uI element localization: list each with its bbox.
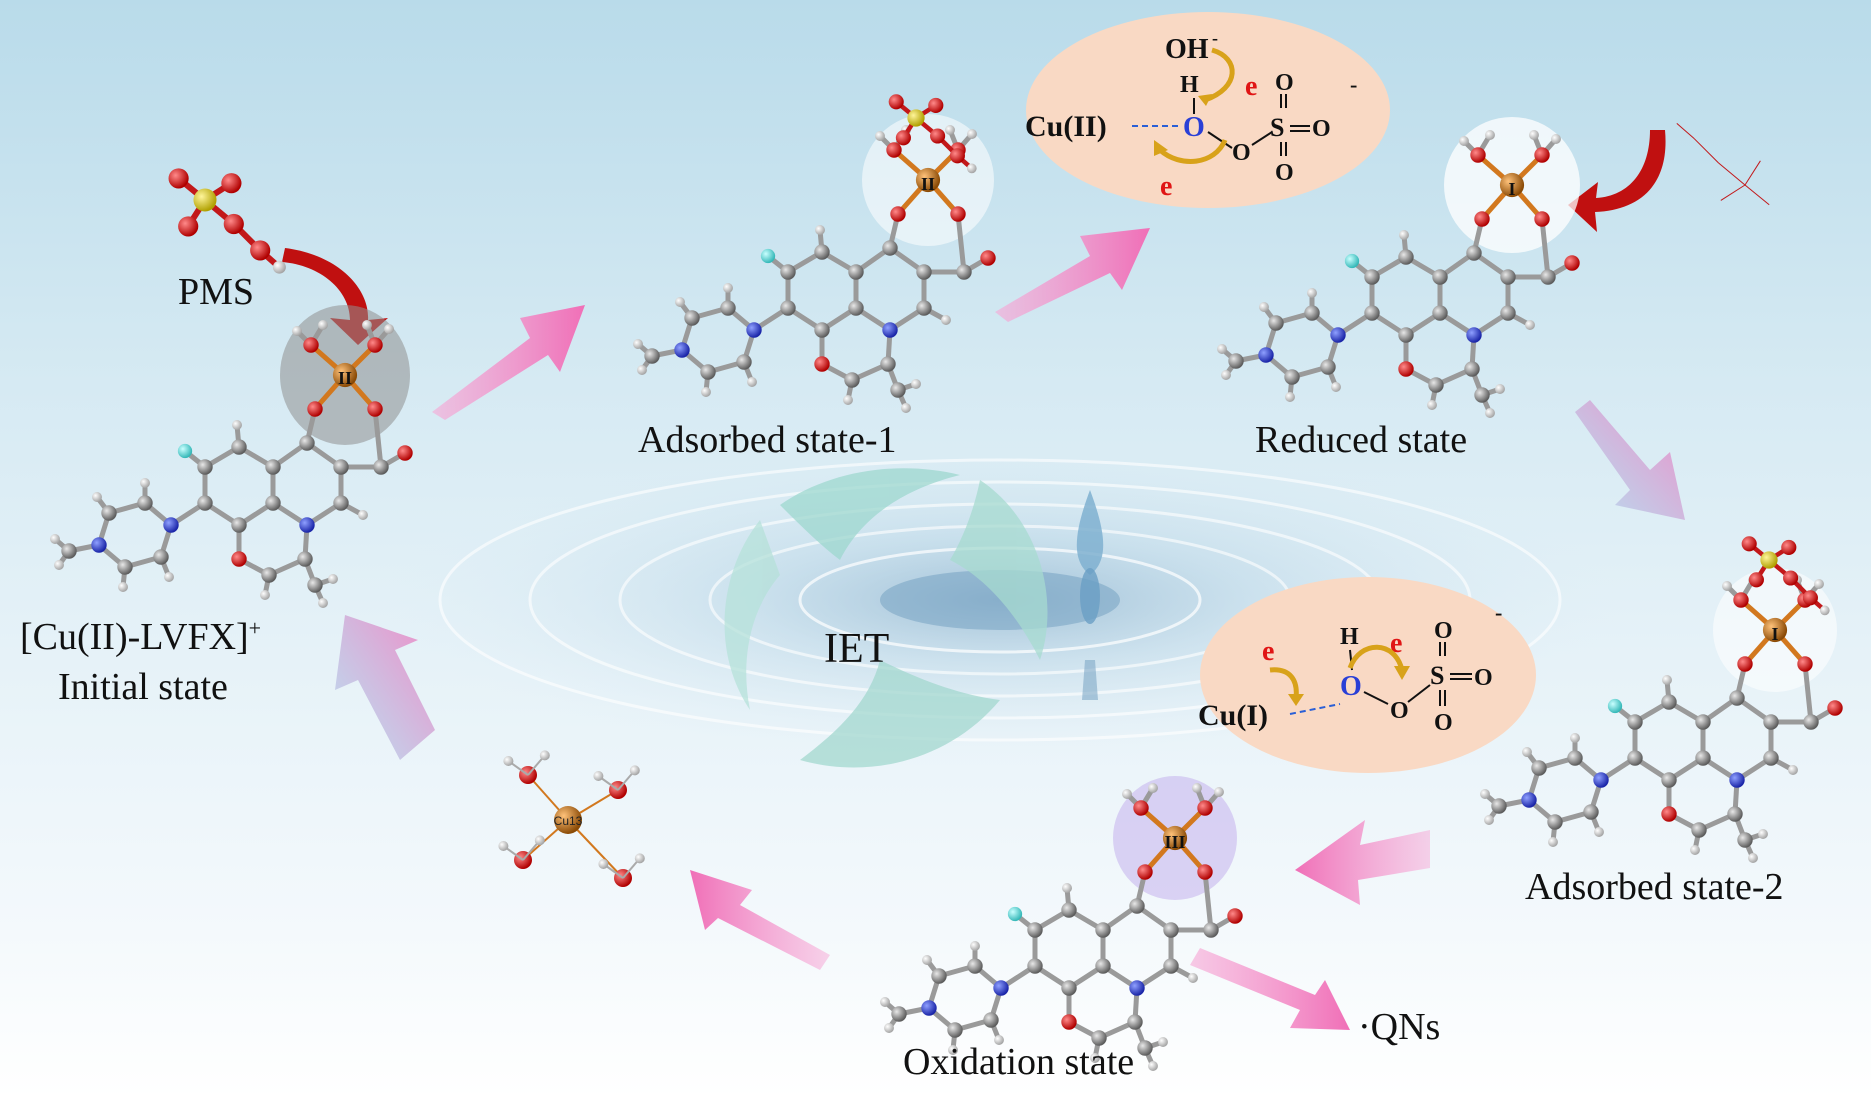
- bubble-bottom-o-down: O: [1434, 710, 1453, 736]
- molecule-hydrated-copper: [498, 750, 645, 887]
- initial-state-complex: [Cu(II)-LVFX]+: [20, 615, 261, 659]
- bubble-top-s: S: [1270, 113, 1284, 142]
- bubble-top-cu: Cu(II): [1025, 110, 1107, 143]
- bubble-top-o-peroxo: O: [1232, 140, 1251, 166]
- bubble-top-o-up: O: [1275, 70, 1294, 96]
- bubble-bottom-s: S: [1430, 661, 1444, 690]
- iet-label: IET: [824, 626, 890, 672]
- bubble-top-o-right: O: [1312, 116, 1331, 142]
- molecule-pms-incoming: [1676, 123, 1770, 206]
- bubble-top-o-down: O: [1275, 160, 1294, 186]
- bubble-top-electron-2: e: [1160, 171, 1172, 202]
- cu-label-initial: II: [338, 368, 352, 388]
- product-label: ·QNs: [1358, 1006, 1441, 1048]
- bubble-top-electron-1: e: [1245, 71, 1257, 102]
- cu-label-reduced: I: [1508, 179, 1515, 199]
- bubble-bottom-o-up: O: [1434, 618, 1453, 644]
- bubble-top-o-bridge: O: [1183, 112, 1205, 143]
- molecule-pms: [168, 168, 286, 274]
- bubble-bottom-o-bridge: O: [1340, 671, 1362, 702]
- bubble-top-h: H: [1180, 72, 1199, 98]
- reduced-state-label: Reduced state: [1255, 419, 1468, 461]
- pms-label: PMS: [178, 271, 255, 313]
- bubble-bottom-o-right: O: [1474, 665, 1493, 691]
- cu-label-adsorbed1: II: [921, 174, 935, 194]
- water-drop: [1076, 490, 1104, 700]
- bubble-bottom-electron-1: e: [1262, 636, 1274, 667]
- bubble-bottom-cu: Cu(I): [1198, 699, 1268, 732]
- bubble-top-charge: -: [1350, 72, 1357, 97]
- bubble-top-oh-charge: -: [1212, 28, 1218, 48]
- molecule-initial-state: [50, 320, 413, 608]
- initial-complex-charge: +: [248, 615, 262, 641]
- cycle-arrows: [335, 228, 1685, 1030]
- bubble-bottom-charge: -: [1495, 600, 1502, 625]
- oxidation-state-label: Oxidation state: [903, 1041, 1135, 1083]
- initial-state-label: Initial state: [58, 666, 228, 708]
- mechanism-bubble-top: OH - e H Cu(II) O O S O O O - e: [1025, 12, 1390, 208]
- mechanism-bubble-bottom: e Cu(I) H O O S O O O e -: [1198, 577, 1536, 773]
- adsorbed-state-1-label: Adsorbed state-1: [638, 419, 897, 461]
- cu-label-oxidation: III: [1164, 832, 1185, 852]
- cu-label-adsorbed2: I: [1771, 624, 1778, 644]
- molecule-adsorbed-state-2: [1480, 536, 1843, 863]
- initial-complex-formula: [Cu(II)-LVFX]: [20, 616, 249, 658]
- bubble-bottom-o-peroxo: O: [1390, 698, 1409, 724]
- adsorbed-state-2-label: Adsorbed state-2: [1525, 866, 1784, 908]
- cu-label-hydrated: Cu13: [554, 814, 583, 828]
- molecule-adsorbed-state-1: [633, 94, 996, 413]
- molecule-reduced-state: [1217, 130, 1580, 418]
- bubble-bottom-h: H: [1340, 624, 1359, 650]
- iet-cycle-symbol: [724, 468, 1048, 768]
- bubble-top-oh: OH: [1165, 34, 1209, 65]
- molecule-oxidation-state: [880, 783, 1243, 1071]
